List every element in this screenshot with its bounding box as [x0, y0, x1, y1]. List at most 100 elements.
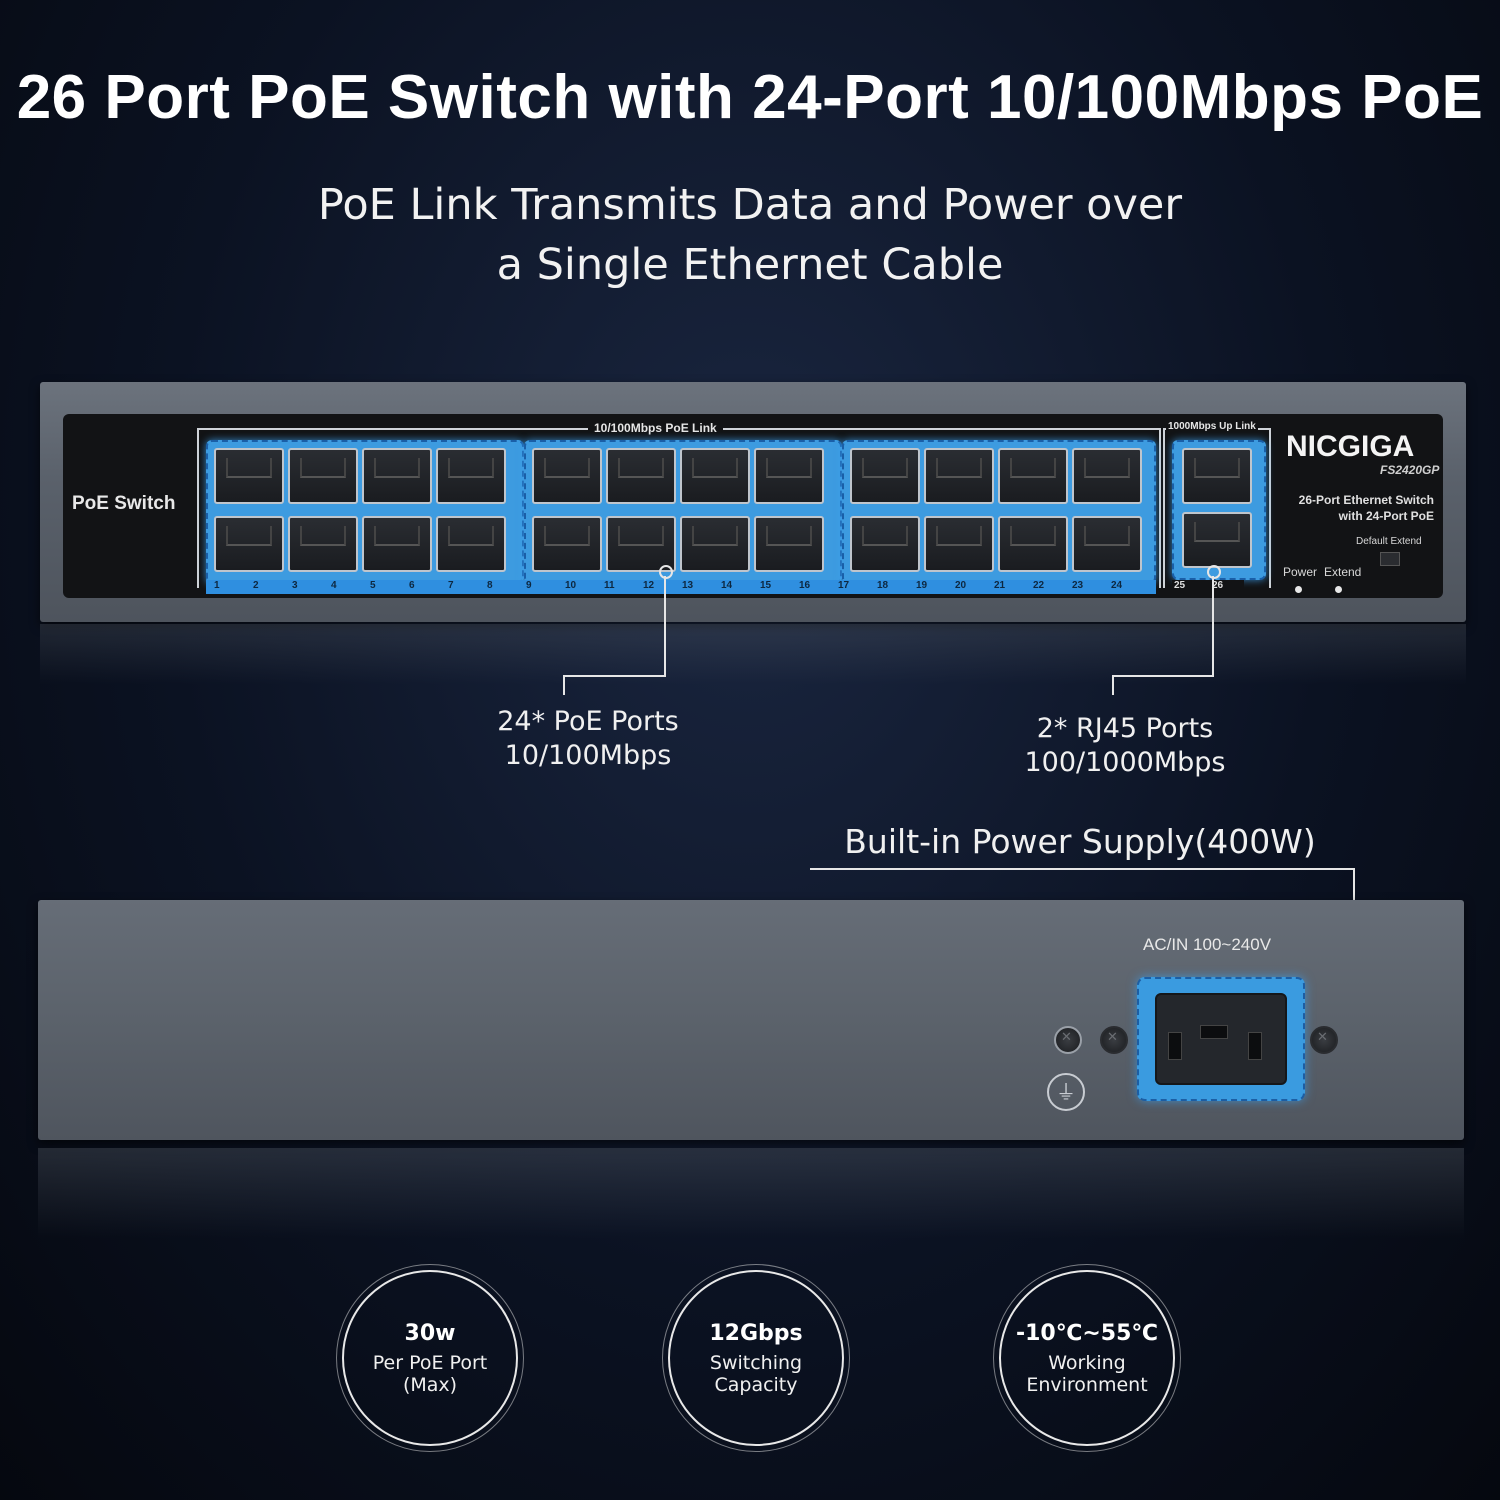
poe-port-18[interactable]: [850, 516, 920, 572]
poe-port-1[interactable]: [214, 448, 284, 504]
rj45-callout-line-horizontal: [1112, 675, 1214, 677]
badge-switching-capacity-line-1: Switching: [709, 1351, 803, 1374]
rj45-callout-line-vertical: [1212, 576, 1214, 676]
badge-poe-power-line-1: Per PoE Port: [372, 1351, 488, 1374]
badge-switching-capacity-value: 12Gbps: [709, 1320, 803, 1346]
model-number: FS2420GP: [1380, 463, 1440, 477]
description-line-1: 26-Port Ethernet Switch: [1298, 493, 1434, 507]
poe-port-8[interactable]: [436, 516, 506, 572]
poe-port-19[interactable]: [924, 448, 994, 504]
port-number: 16: [799, 580, 811, 591]
poe-ports-callout: 24* PoE Ports 10/100Mbps: [470, 705, 706, 773]
poe-port-7[interactable]: [436, 448, 506, 504]
poe-callout-line-vertical: [664, 576, 666, 676]
badge-switching-capacity: 12Gbps Switching Capacity: [662, 1264, 850, 1452]
port-number: 1: [214, 580, 220, 591]
power-supply-callout: Built-in Power Supply(400W): [844, 822, 1316, 861]
uplink-port-26[interactable]: [1182, 512, 1252, 568]
port-number: 15: [760, 580, 772, 591]
rj45-callout-line-1: 2* RJ45 Ports: [1036, 713, 1214, 744]
back-reflection: [38, 1148, 1464, 1238]
poe-port-16[interactable]: [754, 516, 824, 572]
poe-port-13[interactable]: [680, 448, 750, 504]
poe-port-21[interactable]: [998, 448, 1068, 504]
rj45-callout-dot: [1207, 565, 1221, 579]
rj45-callout-line-tick: [1112, 675, 1114, 695]
poe-port-3[interactable]: [288, 448, 358, 504]
ac-pin-earth: [1200, 1025, 1228, 1039]
poe-callout-line-horizontal: [563, 675, 666, 677]
description-line-2: with 24-Port PoE: [1338, 509, 1434, 523]
subtitle-line-1: PoE Link Transmits Data and Power over: [317, 180, 1183, 230]
subtitle-line-2: a Single Ethernet Cable: [496, 240, 1004, 290]
port-number: 11: [604, 580, 615, 591]
port-number: 22: [1033, 580, 1045, 591]
extend-led: [1335, 586, 1342, 593]
port-number: 9: [526, 580, 532, 591]
poe-ports-callout-line-2: 10/100Mbps: [504, 740, 672, 771]
poe-port-14[interactable]: [680, 516, 750, 572]
port-number: 19: [916, 580, 928, 591]
poe-port-20[interactable]: [924, 516, 994, 572]
poe-port-22[interactable]: [998, 516, 1068, 572]
port-number: 14: [721, 580, 733, 591]
port-number: 8: [487, 580, 493, 591]
poe-port-10[interactable]: [532, 516, 602, 572]
ground-screw-icon: [1054, 1026, 1082, 1054]
port-number: 3: [292, 580, 298, 591]
badge-working-temperature-value: -10℃~55℃: [1015, 1320, 1159, 1346]
poe-port-24[interactable]: [1072, 516, 1142, 572]
poe-callout-dot: [659, 565, 673, 579]
power-led: [1295, 586, 1302, 593]
poe-callout-line-tick: [563, 675, 565, 695]
screw-icon: [1310, 1026, 1338, 1054]
badge-working-temperature-line-2: Environment: [1026, 1373, 1148, 1396]
rj45-callout-line-2: 100/1000Mbps: [1024, 747, 1226, 778]
poe-ports-callout-line-1: 24* PoE Ports: [497, 706, 679, 737]
poe-port-6[interactable]: [362, 516, 432, 572]
badge-switching-capacity-line-2: Capacity: [714, 1373, 798, 1396]
poe-port-9[interactable]: [532, 448, 602, 504]
port-number: 23: [1072, 580, 1084, 591]
uplink-group-label: 1000Mbps Up Link: [1166, 421, 1258, 432]
port-number: 12: [643, 580, 655, 591]
badge-poe-power-value: 30w: [404, 1320, 456, 1346]
port-number: 13: [682, 580, 694, 591]
port-number: 4: [331, 580, 337, 591]
badge-working-temperature: -10℃~55℃ Working Environment: [993, 1264, 1181, 1452]
badge-working-temperature-label: Working Environment: [1026, 1352, 1147, 1396]
poe-port-23[interactable]: [1072, 448, 1142, 504]
port-number: 18: [877, 580, 889, 591]
port-number: 6: [409, 580, 415, 591]
mode-switch[interactable]: [1380, 552, 1400, 566]
port-number: 17: [838, 580, 850, 591]
poe-port-15[interactable]: [754, 448, 824, 504]
power-led-label: Power: [1283, 565, 1318, 579]
port-number: 20: [955, 580, 967, 591]
uplink-port-25[interactable]: [1182, 448, 1252, 504]
front-reflection: [40, 624, 1466, 684]
badge-switching-capacity-label: Switching Capacity: [710, 1352, 802, 1396]
ac-pin-right: [1248, 1032, 1262, 1060]
port-number: 24: [1111, 580, 1123, 591]
badge-poe-power: 30w Per PoE Port (Max): [336, 1264, 524, 1452]
poe-port-5[interactable]: [362, 448, 432, 504]
uplink-number-25: 25: [1174, 580, 1186, 591]
uplink-number-strip: 25 26: [1172, 580, 1244, 594]
poe-port-4[interactable]: [288, 516, 358, 572]
ac-pin-left: [1168, 1032, 1182, 1060]
ground-symbol-icon: ⏚: [1047, 1073, 1085, 1111]
screw-icon: [1100, 1026, 1128, 1054]
page-title: 26 Port PoE Switch with 24-Port 10/100Mb…: [16, 63, 1484, 132]
poe-port-2[interactable]: [214, 516, 284, 572]
port-number: 10: [565, 580, 577, 591]
badge-poe-power-label: Per PoE Port (Max): [373, 1352, 487, 1396]
extend-led-label: Extend: [1324, 565, 1362, 579]
panel-label: PoE Switch: [72, 493, 176, 514]
poe-port-17[interactable]: [850, 448, 920, 504]
poe-port-12[interactable]: [606, 516, 676, 572]
power-callout-line-horizontal: [810, 868, 1355, 870]
poe-port-11[interactable]: [606, 448, 676, 504]
port-number: 5: [370, 580, 376, 591]
brand-logo: NICGIGA: [1286, 430, 1415, 463]
